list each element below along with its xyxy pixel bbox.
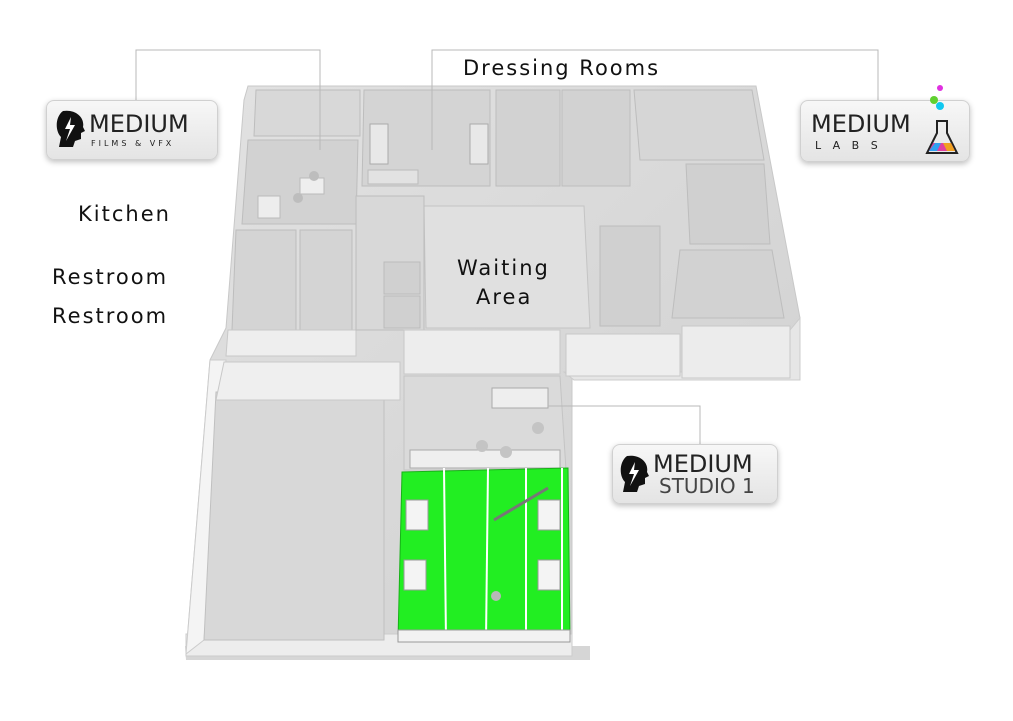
restroom-b <box>299 229 353 331</box>
closet-2 <box>383 295 421 329</box>
waiting-area-floor <box>423 205 591 329</box>
labs-brand-sub: L A B S <box>815 139 882 152</box>
greenscreen-stage <box>397 467 571 641</box>
label-restroom-1: Restroom <box>52 265 169 289</box>
studio-counter <box>409 449 561 469</box>
studio-brand-word: MEDIUM <box>653 450 753 478</box>
dressing-room-3 <box>561 89 631 187</box>
labs-room-top <box>633 89 765 161</box>
closet-1 <box>383 261 421 295</box>
person-figure <box>532 422 544 434</box>
label-dressing-rooms: Dressing Rooms <box>463 56 661 80</box>
labs-room-2 <box>671 249 785 319</box>
dressing-room-2 <box>495 89 561 187</box>
stage-light-l2 <box>403 559 427 591</box>
flask-icon <box>925 120 959 154</box>
vanity-desk-left <box>369 123 389 165</box>
camera-jib <box>493 486 549 522</box>
stage-front-rail <box>397 629 571 643</box>
labs-front-wall-2 <box>681 325 791 379</box>
studio-brand-sub: STUDIO 1 <box>659 474 755 498</box>
bolt-head-icon <box>620 455 649 492</box>
films-brand-sub: FILMS & VFX <box>91 139 175 148</box>
stage-rail-1 <box>443 467 447 641</box>
callout-medium-studio: MEDIUM STUDIO 1 <box>612 444 778 504</box>
lower-left-room <box>203 391 385 641</box>
person-figure <box>491 591 501 601</box>
dressing-room-1 <box>361 89 491 187</box>
leader-line-films <box>135 49 321 150</box>
person-figure <box>309 171 319 181</box>
dressing-sign <box>367 169 419 185</box>
leader-line-dressing <box>431 49 879 150</box>
labs-brand-word: MEDIUM <box>811 110 911 138</box>
label-kitchen: Kitchen <box>78 202 171 226</box>
label-waiting: Waiting <box>457 256 550 280</box>
labs-room-1 <box>685 163 771 245</box>
stage-rail-2 <box>485 467 489 641</box>
lower-left-room-wall <box>215 361 401 401</box>
restroom-front <box>225 329 357 357</box>
films-brand-word: MEDIUM <box>89 110 189 138</box>
person-figure <box>293 193 303 203</box>
label-area: Area <box>476 285 533 309</box>
films-office-room <box>253 89 361 137</box>
kitchen-counter <box>257 195 281 219</box>
lab-bubbles-icon <box>930 85 944 110</box>
person-figure <box>476 440 488 452</box>
bolt-head-icon <box>56 110 85 147</box>
label-restroom-2: Restroom <box>52 304 169 328</box>
callout-medium-films: MEDIUM FILMS & VFX <box>46 100 218 160</box>
labs-front-wall <box>565 333 681 377</box>
stage-light-r2 <box>537 559 561 591</box>
waiting-front-wall <box>403 329 561 375</box>
person-figure <box>500 446 512 458</box>
callout-medium-labs: MEDIUM L A B S <box>800 100 970 162</box>
stage-light-r1 <box>537 499 561 531</box>
vanity-desk-right <box>469 123 489 165</box>
leader-line-studio <box>548 405 701 446</box>
labs-room-3 <box>599 225 661 327</box>
studio-desk <box>491 387 549 409</box>
stage-light-l1 <box>405 499 429 531</box>
restroom-a <box>231 229 297 331</box>
